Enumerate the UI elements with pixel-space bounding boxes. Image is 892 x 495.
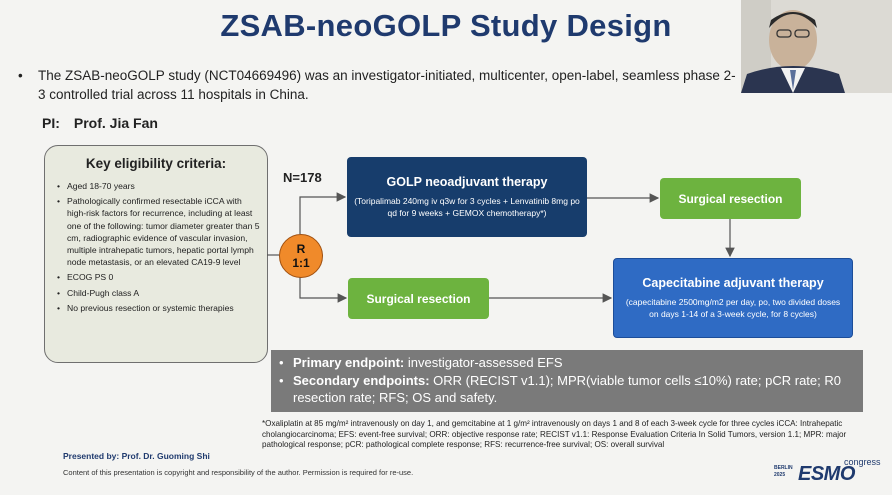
sample-size: N=178 [283,170,322,185]
golp-title: GOLP neoadjuvant therapy [387,175,548,189]
adjuvant-detail: (capecitabine 2500mg/m2 per day, po, two… [614,296,852,320]
esmo-congress-logo: BERLIN 2025 ESMO congress [768,457,886,487]
logo-year: 2025 [774,472,785,478]
copyright-notice: Content of this presentation is copyrigh… [63,468,413,477]
arrow-to-surgery-bottom [300,276,346,298]
arrow-to-golp [300,197,345,234]
primary-endpoint-label: Primary endpoint: [293,355,404,370]
adjuvant-title: Capecitabine adjuvant therapy [642,276,823,290]
primary-endpoint: Primary endpoint: investigator-assessed … [279,354,855,372]
footnote: *Oxaliplatin at 85 mg/m² intravenously o… [262,419,862,451]
secondary-endpoints-label: Secondary endpoints: [293,373,430,388]
secondary-endpoints: Secondary endpoints: ORR (RECIST v1.1); … [279,372,855,407]
primary-endpoint-text: investigator-assessed EFS [404,355,562,370]
logo-city: BERLIN [774,465,793,471]
golp-neoadjuvant-box: GOLP neoadjuvant therapy (Toripalimab 24… [347,157,587,237]
surgical-resection-bottom: Surgical resection [348,278,489,319]
logo-suffix: congress [844,457,881,467]
endpoints-box: Primary endpoint: investigator-assessed … [271,350,863,412]
presenter-credit: Presented by: Prof. Dr. Guoming Shi [63,451,210,461]
capecitabine-adjuvant-box: Capecitabine adjuvant therapy (capecitab… [613,258,853,338]
golp-detail: (Toripalimab 240mg iv q3w for 3 cycles +… [347,195,587,219]
surgical-resection-top: Surgical resection [660,178,801,219]
randomization-r: R [297,242,306,256]
randomization-ratio: 1:1 [292,256,309,270]
